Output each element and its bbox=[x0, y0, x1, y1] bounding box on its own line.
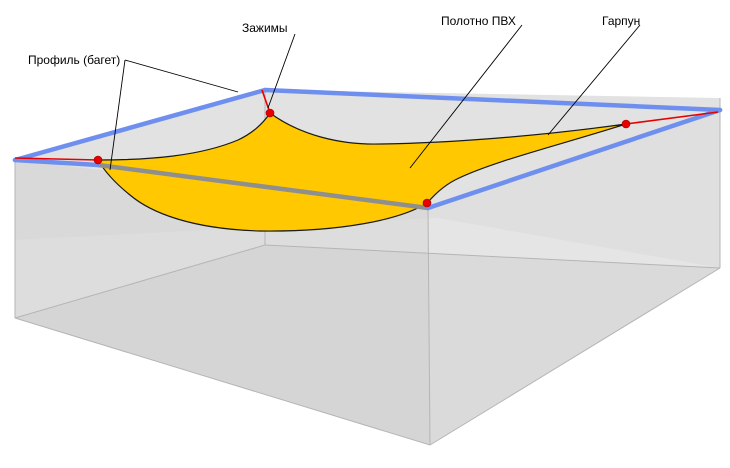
label-profile: Профиль (багет) bbox=[28, 53, 120, 67]
floor-outline bbox=[14, 267, 721, 446]
label-clamps: Зажимы bbox=[242, 21, 288, 35]
leader-profile-1 bbox=[109, 59, 126, 171]
clamp-point-front bbox=[422, 198, 432, 208]
profile-front bbox=[12, 107, 723, 211]
clamp-point-left bbox=[93, 155, 103, 165]
profile-back bbox=[12, 87, 723, 163]
pvc-canvas bbox=[96, 112, 627, 232]
front-right-wall bbox=[428, 110, 720, 445]
leader-clamps bbox=[267, 33, 296, 109]
label-harpoon: Гарпун bbox=[602, 14, 640, 28]
clamp-point-back bbox=[265, 108, 275, 118]
leader-canvas bbox=[409, 24, 523, 169]
leader-lines bbox=[109, 24, 641, 171]
floor-back-edge bbox=[14, 244, 266, 319]
room-edge-front bbox=[427, 207, 431, 446]
leader-harpoon bbox=[547, 24, 641, 136]
leader-profile-2 bbox=[124, 59, 239, 93]
label-canvas: Полотно ПВХ bbox=[441, 14, 516, 28]
clamp-point-right bbox=[621, 119, 631, 129]
front-left-wall bbox=[15, 160, 430, 445]
floor-back-edge-right bbox=[264, 244, 721, 269]
clamp-points bbox=[93, 108, 631, 208]
